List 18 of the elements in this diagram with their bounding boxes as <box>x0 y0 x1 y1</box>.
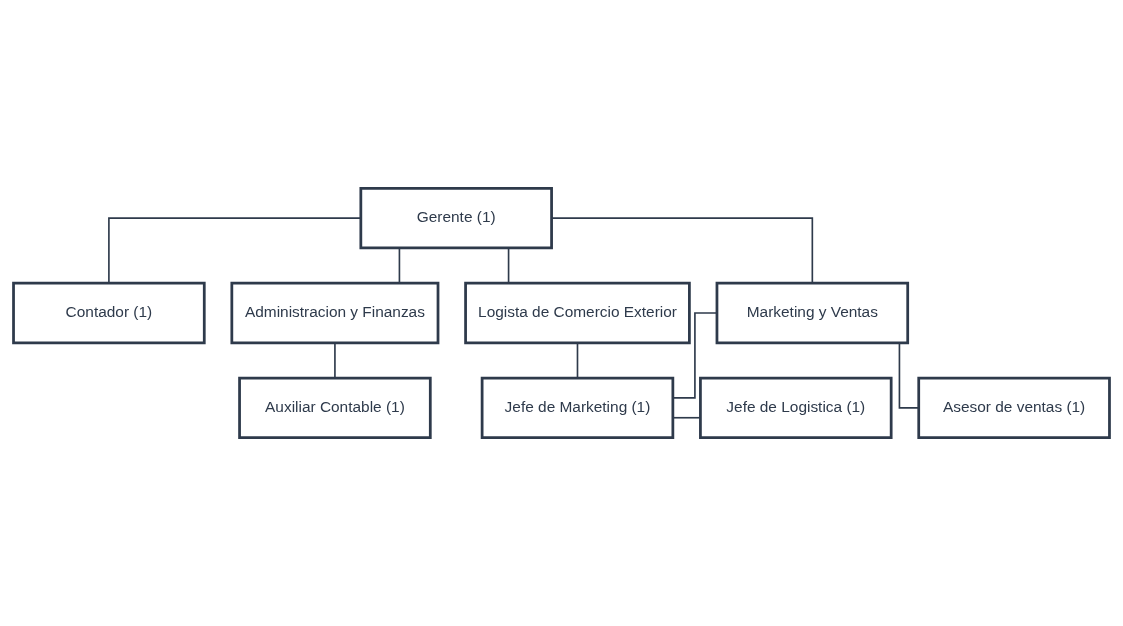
node-box: Contador (1) <box>12 281 206 345</box>
connector <box>672 312 718 399</box>
connector <box>507 247 510 285</box>
node-box: Gerente (1) <box>359 187 553 250</box>
node-box: Jefe de Logistica (1) <box>699 376 893 439</box>
node-box: Marketing y Ventas <box>715 281 910 345</box>
node-box: Logista de Comercio Exterior <box>464 281 691 345</box>
connector <box>898 342 920 409</box>
node-box: Auxiliar Contable (1) <box>238 376 432 439</box>
connector <box>108 217 362 284</box>
connector <box>672 416 702 419</box>
connector <box>334 342 336 379</box>
connector <box>398 247 401 285</box>
node-box: Administracion y Finanzas <box>230 281 440 345</box>
node-box: Jefe de Marketing (1) <box>480 376 675 439</box>
connector <box>550 217 814 284</box>
connector <box>576 342 579 379</box>
node-box: Asesor de ventas (1) <box>917 376 1111 439</box>
